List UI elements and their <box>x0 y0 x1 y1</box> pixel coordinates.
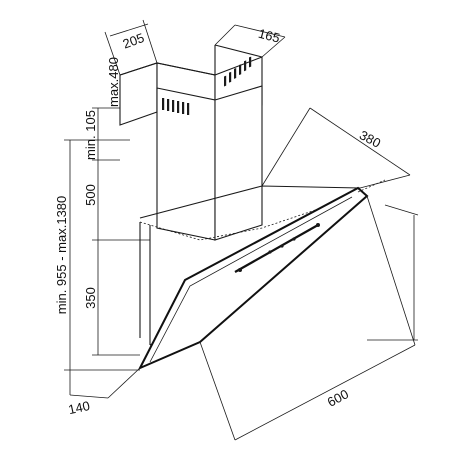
dim-right-height <box>367 204 419 341</box>
dim-350 <box>92 240 140 356</box>
chimney-upper-back-rim <box>214 44 263 58</box>
dim-140 <box>69 367 141 399</box>
chimney-lower <box>156 85 263 241</box>
control-button-2 <box>268 250 272 254</box>
dim-165 <box>214 24 286 58</box>
label-max-480: max.480 <box>106 57 121 107</box>
dim-total-height <box>64 139 140 371</box>
dim-205 <box>104 19 158 76</box>
label-140: 140 <box>67 398 91 417</box>
glass-panel-outline <box>137 186 369 371</box>
label-165: 165 <box>257 26 282 46</box>
label-380: 380 <box>357 127 383 150</box>
chimney-lower-front-face <box>156 87 216 241</box>
dim-500 <box>92 160 150 241</box>
chimney-upper-left-face <box>119 62 158 126</box>
label-total-height: min. 955 - max.1380 <box>54 196 69 315</box>
dim-380 <box>261 107 411 189</box>
control-strip <box>234 224 319 273</box>
label-min-105: min. 105 <box>83 110 98 160</box>
dim-105-480 <box>92 107 120 161</box>
label-500: 500 <box>83 184 98 206</box>
control-button-5 <box>316 223 320 227</box>
label-600: 600 <box>325 386 351 409</box>
chimney-lower-right-face <box>214 85 263 241</box>
control-button-4 <box>292 237 296 241</box>
glass-panel-inner-line <box>149 196 353 363</box>
control-button-3 <box>280 244 284 248</box>
control-button-1 <box>238 268 242 272</box>
label-205: 205 <box>121 30 147 52</box>
vent-slots-upper <box>224 56 252 87</box>
vent-slots-lower <box>162 98 190 115</box>
label-350: 350 <box>83 287 98 309</box>
dim-600 <box>199 195 416 441</box>
body-top-hidden-edge <box>139 194 361 241</box>
glass-projection-line <box>357 179 386 193</box>
glass-panel <box>137 179 386 371</box>
